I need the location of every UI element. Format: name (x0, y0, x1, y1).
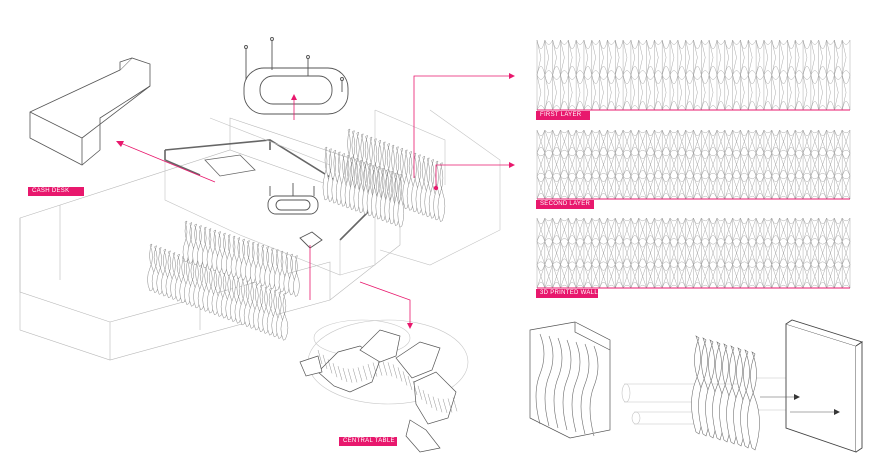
back-fin-wall (322, 128, 446, 228)
leader-arrowheads (116, 73, 515, 329)
shop-central-table (267, 183, 323, 249)
central-table-label: CENTRAL TABLE (339, 437, 397, 446)
ceiling-lamp (243, 37, 349, 115)
wall-assembly-right (621, 319, 864, 453)
first-layer-elevation (536, 39, 851, 111)
printed-wall-elevation (536, 217, 851, 289)
front-fin-wall (147, 220, 300, 341)
central-table-model (299, 319, 469, 453)
wall-assembly-left (529, 321, 611, 439)
second-layer-label: SECOND LAYER (536, 200, 594, 209)
second-layer-elevation (536, 129, 851, 200)
cash-desk-model (29, 57, 151, 166)
first-layer-label: FIRST LAYER (536, 111, 590, 120)
cash-desk-label: CASH DESK (28, 187, 84, 196)
printed-wall-label: 3D PRINTED WALL (536, 289, 598, 298)
leader-lines (117, 75, 512, 326)
